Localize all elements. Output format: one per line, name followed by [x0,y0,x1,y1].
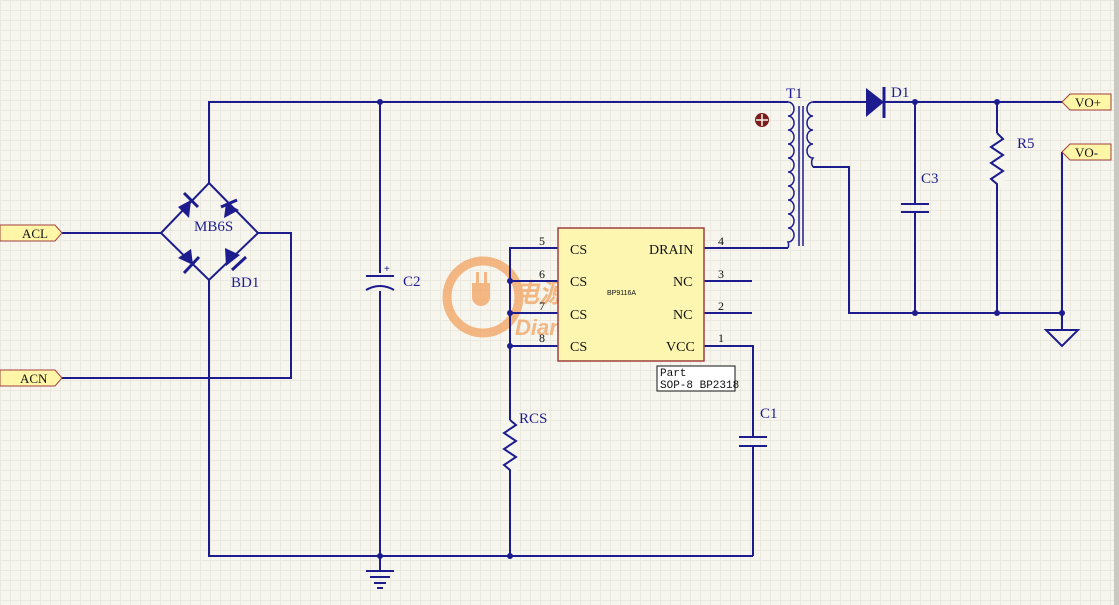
junction-dots [377,99,1065,559]
port-vo-plus[interactable]: VO+ [1061,93,1112,111]
ic-pin-name: CS [570,243,587,258]
ic-pin-number: 7 [539,299,545,313]
ic-pin-number: 3 [718,267,724,281]
bridge-rectifier-bd1[interactable]: MB6S BD1 [159,181,260,291]
d1-ref-label: D1 [891,85,909,101]
ic-pin-number: 1 [718,331,724,345]
ground-symbol-primary [366,570,394,589]
capacitor-c3[interactable]: C3 [901,171,939,213]
ic-pin-name: NC [673,308,692,323]
ic-pin-number: 4 [718,234,724,248]
ic-controller[interactable]: BP9116A 5 CS 6 CS 7 CS 8 CS 4 DRAIN 3 NC… [539,227,739,392]
cursor-marker-icon [755,113,769,127]
wires [62,101,1063,570]
c1-ref-label: C1 [760,406,778,422]
ic-pin-name: CS [570,275,587,290]
r5-ref-label: R5 [1017,136,1035,152]
ic-info-box [656,365,736,392]
port-acn[interactable]: ACN [0,369,63,387]
bridge-part-label: MB6S [194,219,233,235]
watermark-logo-icon [442,256,524,338]
ic-pin-number: 5 [539,234,545,248]
ground-symbol-secondary [1043,329,1081,348]
rcs-ref-label: RCS [519,411,547,427]
ic-pin-name: NC [673,275,692,290]
port-acl[interactable]: ACL [0,224,63,242]
ic-part-label: BP9116A [607,290,636,297]
ic-pin-number: 6 [539,267,545,281]
t1-ref-label: T1 [786,86,803,102]
c3-ref-label: C3 [921,171,939,187]
ic-pin-name: CS [570,308,587,323]
port-vo-plus-label: VO+ [1075,95,1101,110]
port-acl-label: ACL [22,226,48,241]
ic-pin-name: CS [570,340,587,355]
ic-info-line1: Part [660,368,686,380]
port-vo-minus[interactable]: VO- [1061,143,1112,161]
capacitor-c2[interactable]: + C2 [365,264,421,291]
ic-pin-number: 8 [539,331,545,345]
ic-pin-name: DRAIN [649,243,693,258]
bridge-ref-label: BD1 [231,275,259,291]
port-vo-minus-label: VO- [1075,145,1098,160]
port-acn-label: ACN [20,371,48,386]
resistor-rcs[interactable]: RCS [502,411,547,476]
ic-info-line2: SOP-8 BP2318 [660,380,739,392]
ic-pin-name: VCC [666,340,695,355]
ic-pin-number: 2 [718,299,724,313]
c2-ref-label: C2 [403,274,421,290]
svg-text:+: + [384,264,390,275]
vertical-scrollbar[interactable] [1114,0,1119,605]
resistor-r5[interactable]: R5 [989,132,1035,189]
diode-d1[interactable]: D1 [866,85,909,118]
capacitor-c1[interactable]: C1 [739,406,778,447]
ic-body[interactable] [557,227,705,362]
transformer-t1[interactable]: T1 [755,86,815,249]
